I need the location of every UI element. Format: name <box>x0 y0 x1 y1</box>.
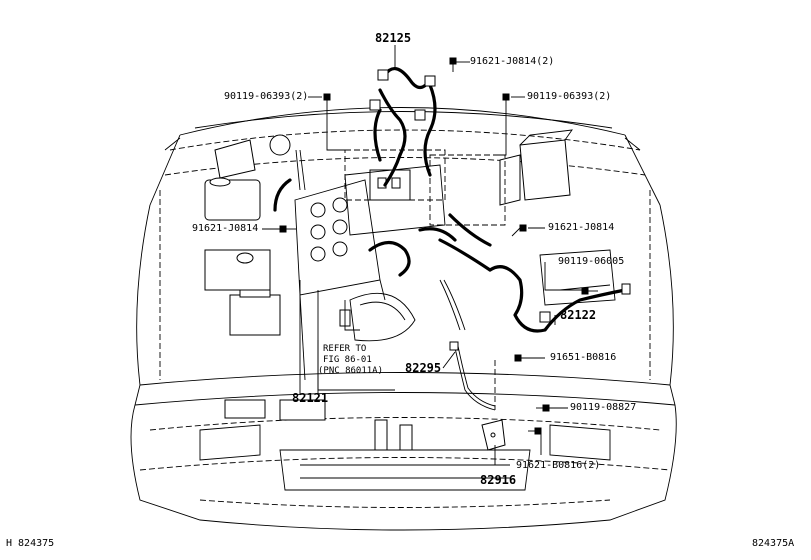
wire-82295 <box>449 341 496 411</box>
hood <box>149 107 661 206</box>
label-91621-B0816-2: 91621-B0816(2) <box>516 460 601 471</box>
wire-harness-center <box>273 149 466 331</box>
label-82121: 82121 <box>292 391 329 405</box>
wire-harness-82125 <box>369 67 437 187</box>
bracket-82916 <box>481 419 506 451</box>
footer-right-code: 824375A <box>752 538 795 549</box>
label-91651-B0816: 91651-B0816 <box>550 352 617 363</box>
label-82125: 82125 <box>375 31 412 45</box>
refer-note-box <box>317 340 395 391</box>
label-82295: 82295 <box>405 361 442 375</box>
bolt-icon <box>279 57 598 435</box>
label-90119-06393-2-left: 90119-06393(2) <box>224 91 309 102</box>
label-82122: 82122 <box>560 308 597 322</box>
footer-left-code: H 824375 <box>6 538 55 549</box>
label-91621-J0814-right: 91621-J0814 <box>548 222 615 233</box>
label-90119-06005: 90119-06005 <box>558 256 625 267</box>
refer-note-line2: FIG 86-01 <box>323 355 372 365</box>
engine-components <box>204 129 616 451</box>
label-82916: 82916 <box>480 473 517 487</box>
label-90119-06393-2-right: 90119-06393(2) <box>527 91 612 102</box>
label-91621-J0814-left: 91621-J0814 <box>192 223 259 234</box>
wire-harness-82122 <box>438 213 631 333</box>
refer-note-line1: REFER TO <box>323 344 367 354</box>
refer-note-line3: (PNC 86011A) <box>318 366 384 376</box>
label-91621-J0814-2: 91621-J0814(2) <box>470 56 555 67</box>
label-90119-08827: 90119-08827 <box>570 402 637 413</box>
vehicle-body <box>130 129 677 531</box>
